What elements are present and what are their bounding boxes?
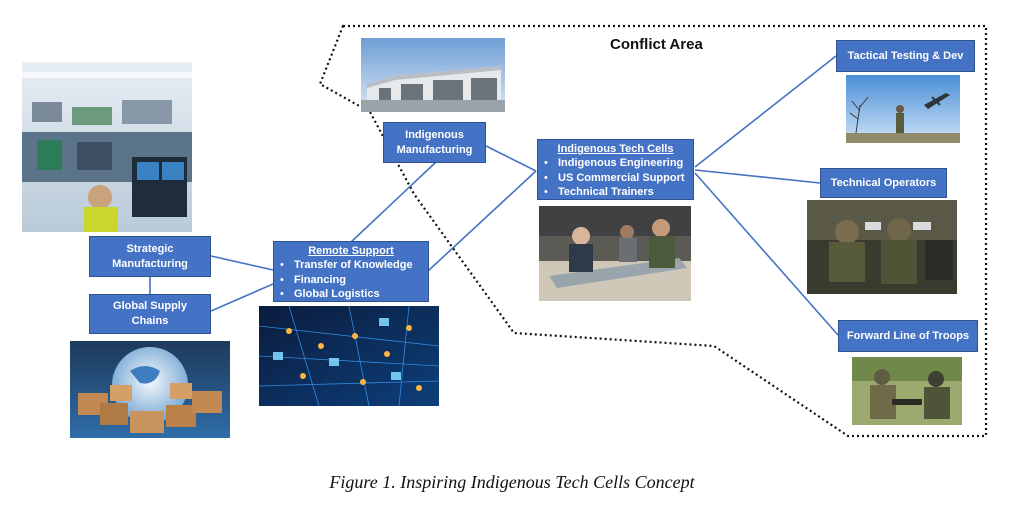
strategic-line-2: Manufacturing <box>112 257 188 270</box>
indigenous-manufacturing-box: Indigenous Manufacturing <box>383 122 486 163</box>
connector-mfg-cells <box>485 145 537 172</box>
tech-cells-item-3: Technical Trainers <box>544 185 687 200</box>
tech-cells-item-2: US Commercial Support <box>544 171 687 186</box>
forward-label: Forward Line of Troops <box>846 329 970 342</box>
connector-cells-tactical <box>694 55 837 168</box>
figure-caption: Figure 1. Inspiring Indigenous Tech Cell… <box>329 472 695 492</box>
globe-boxes-photo <box>70 341 230 438</box>
remote-item-1: Transfer of Knowledge <box>280 258 422 273</box>
strategic-manufacturing-box: Strategic Manufacturing <box>89 236 211 277</box>
connector-remote-mfg <box>349 161 437 244</box>
connector-supply-remote <box>210 283 274 312</box>
troops-photo <box>852 357 962 425</box>
network-photo <box>259 306 439 406</box>
technical-operators-box: Technical Operators <box>820 168 947 198</box>
supply-line-1: Global Supply <box>113 300 187 313</box>
tactical-testing-box: Tactical Testing & Dev <box>836 40 975 72</box>
forward-line-box: Forward Line of Troops <box>838 320 978 352</box>
connector-remote-cells <box>427 170 537 272</box>
indig-mfg-line-2: Manufacturing <box>396 143 473 156</box>
workshop-photo <box>539 206 691 301</box>
supply-line-2: Chains <box>131 315 169 327</box>
conflict-area-outline <box>318 24 988 438</box>
factory-photo <box>22 62 192 232</box>
global-supply-chains-box: Global Supply Chains <box>89 294 211 334</box>
connector-strategic-remote <box>210 255 274 271</box>
operators-photo <box>807 200 957 294</box>
conflict-area-title: Conflict Area <box>610 36 703 53</box>
tactical-label: Tactical Testing & Dev <box>847 49 964 62</box>
drone-test-photo <box>846 75 960 143</box>
strategic-line-1: Strategic <box>126 242 174 255</box>
remote-support-header: Remote Support <box>308 245 394 257</box>
warehouse-photo <box>361 38 505 112</box>
tech-cells-item-1: Indigenous Engineering <box>544 156 687 171</box>
connector-cells-operators <box>694 169 821 184</box>
connector-cells-forward <box>694 172 839 336</box>
remote-item-3: Global Logistics <box>280 287 422 302</box>
operators-label: Technical Operators <box>830 176 937 189</box>
remote-item-2: Financing <box>280 273 422 288</box>
indigenous-tech-cells-box: Indigenous Tech Cells Indigenous Enginee… <box>537 139 694 200</box>
remote-support-box: Remote Support Transfer of Knowledge Fin… <box>273 241 429 302</box>
indig-mfg-line-1: Indigenous <box>405 128 464 141</box>
tech-cells-header: Indigenous Tech Cells <box>557 143 674 155</box>
